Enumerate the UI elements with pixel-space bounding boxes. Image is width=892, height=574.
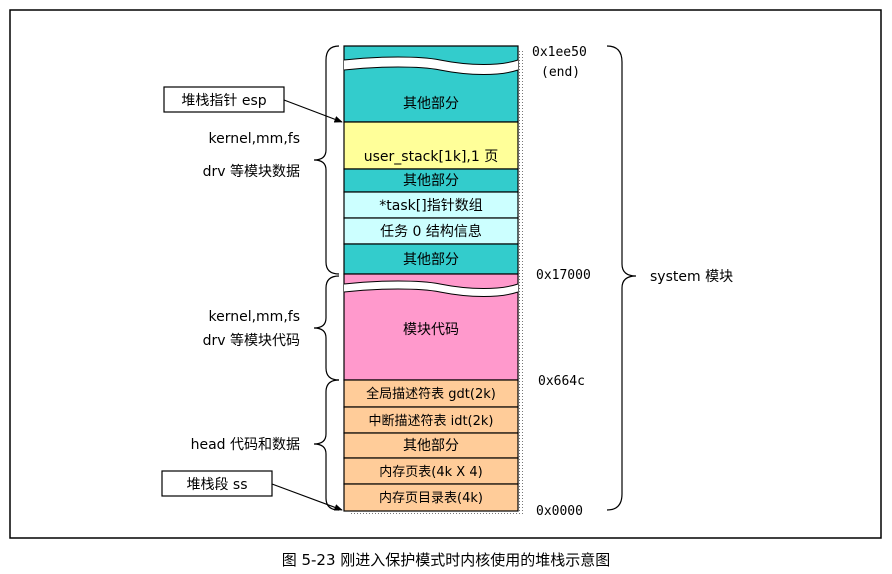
segment-page-tables [343,457,519,485]
kernel-data-label-2: drv 等模块数据 [203,163,300,180]
system-module-label: system 模块 [650,269,733,285]
segment-label: 内存页表(4k X 4) [379,464,482,480]
segment-labels: 其他部分 user_stack[1k],1 页 其他部分 *task[]指针数组… [364,96,498,506]
address-17000: 0x17000 [536,268,591,283]
ss-box [161,470,273,497]
head-label: head 代码和数据 [191,437,300,453]
segment-label: 内存页目录表(4k) [379,490,483,506]
break-line-top-1 [343,56,519,65]
segment-gdt [343,379,519,408]
address-end: (end) [541,65,580,80]
segment-label: user_stack[1k],1 页 [364,149,498,165]
memory-column [343,45,519,512]
segment-user-stack [343,121,519,170]
kernel-code-label-1: kernel,mm,fs [208,309,300,325]
segment-label: 全局描述符表 gdt(2k) [366,386,496,402]
ss-label: 堆栈段 ss [186,477,247,493]
segment-label: 其他部分 [403,438,459,454]
segment-label: 模块代码 [403,322,459,338]
address-labels: 0x1ee50 (end) 0x17000 0x664c 0x0000 [532,45,591,519]
break-line-top-2 [343,66,519,75]
segment-label: 其他部分 [403,252,459,268]
figure-caption: 图 5-23 刚进入保护模式时内核使用的堆栈示意图 [282,551,611,569]
kernel-data-label-1: kernel,mm,fs [208,131,300,147]
segment-label: 中断描述符表 idt(2k) [368,413,493,429]
segment-page-dir [343,483,519,512]
address-664c: 0x664c [538,374,585,389]
brace-kernel-data [313,45,340,275]
esp-box [163,86,285,113]
address-zero: 0x0000 [536,504,583,519]
brace-head [313,379,340,511]
left-labels: kernel,mm,fs drv 等模块数据 kernel,mm,fs drv … [191,131,300,453]
break-line-mid-2 [343,288,519,297]
break-band-mid [344,281,518,297]
kernel-code-label-2: drv 等模块代码 [203,332,300,349]
segment-label: 其他部分 [403,173,459,189]
break-band-top [344,57,518,75]
break-line-mid-1 [343,280,519,289]
segment-label: 任务 0 结构信息 [380,223,482,240]
figure-frame [9,9,882,539]
esp-arrow [283,99,343,123]
address-top: 0x1ee50 [532,45,587,60]
brace-kernel-code [313,275,340,381]
segment-label: 其他部分 [403,96,459,112]
segment-label: *task[]指针数组 [379,198,482,214]
segment-task0 [343,217,519,245]
ss-arrow [271,483,343,511]
esp-label: 堆栈指针 esp [181,93,266,109]
brace-system [606,45,637,511]
segment-idt [343,406,519,434]
